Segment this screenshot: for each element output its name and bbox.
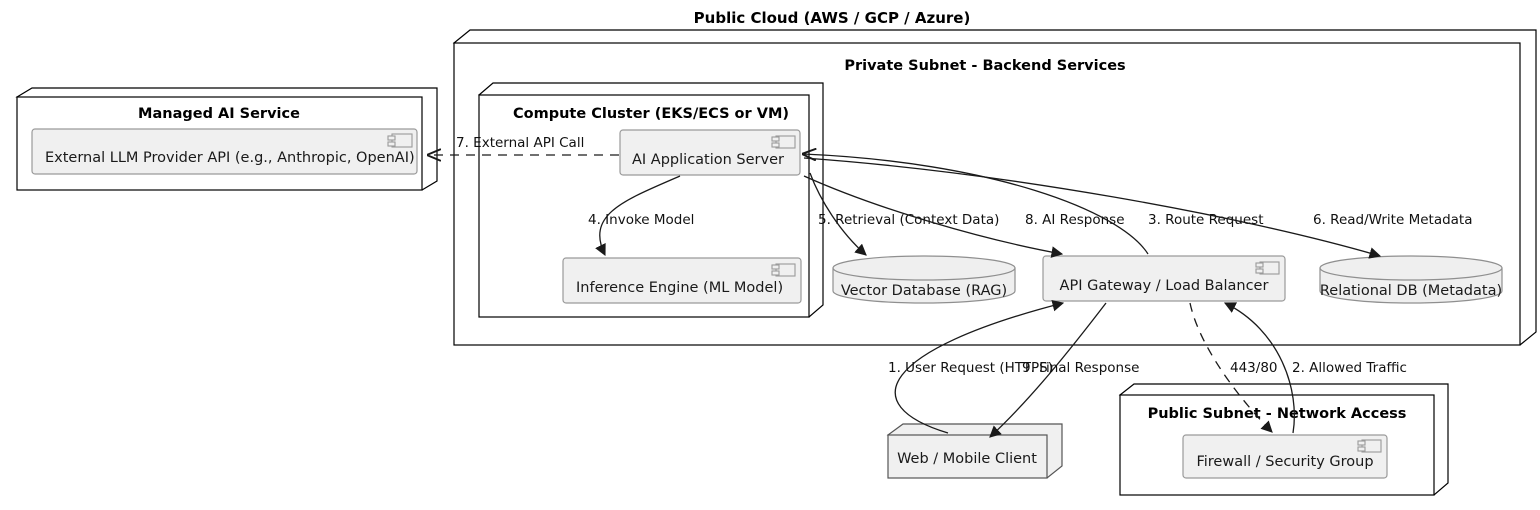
component-api-gateway-label: API Gateway / Load Balancer [1060,278,1269,294]
component-ai-app-server-label: AI Application Server [632,152,784,168]
component-ai-app-server[interactable]: AI Application Server [619,129,801,176]
edge-route-request: 3. Route Request [803,154,1264,255]
page-title: Public Cloud (AWS / GCP / Azure) [694,9,971,27]
edge-retrieval: 5. Retrieval (Context Data) [809,172,999,256]
component-icon [771,135,796,149]
component-api-gateway[interactable]: API Gateway / Load Balancer [1042,255,1286,302]
component-icon [1255,261,1280,275]
edge-label-1: 1. User Request (HTTPS) [888,360,1053,376]
edge-label-8: 8. AI Response [1025,212,1125,228]
database-vector-db-label: Vector Database (RAG) [841,283,1007,299]
database-relational-db-label: Relational DB (Metadata) [1320,283,1502,299]
component-icon [771,263,796,277]
component-icon [1357,439,1382,453]
edge-allowed-traffic: 2. Allowed Traffic [1223,302,1407,434]
component-inference-engine[interactable]: Inference Engine (ML Model) [562,257,802,304]
component-firewall-label: Firewall / Security Group [1196,454,1373,470]
component-icon [387,133,413,148]
edge-label-9: 9. Final Response [1022,360,1139,376]
group-compute-cluster-title: Compute Cluster (EKS/ECS or VM) [513,106,789,122]
database-relational-db[interactable]: Relational DB (Metadata) [1319,255,1503,304]
edge-label-5: 5. Retrieval (Context Data) [818,212,999,228]
node-web-client-label: Web / Mobile Client [897,451,1037,467]
edge-external-api-call: 7. External API Call [428,135,619,155]
edge-label-6: 6. Read/Write Metadata [1313,212,1473,228]
component-inference-engine-label: Inference Engine (ML Model) [576,280,783,296]
edge-final-response: 9. Final Response [989,302,1139,438]
edge-user-request: 1. User Request (HTTPS) [888,299,1065,434]
edge-invoke-model: 4. Invoke Model [588,175,694,257]
node-web-client[interactable]: Web / Mobile Client [886,423,1063,479]
edge-label-4: 4. Invoke Model [588,212,694,228]
group-public-subnet-title: Public Subnet - Network Access [1148,406,1407,422]
database-vector-db[interactable]: Vector Database (RAG) [832,255,1016,304]
edge-readwrite-metadata: 6. Read/Write Metadata [803,157,1473,259]
edge-label-443-80: 443/80 [1230,360,1278,376]
group-private-subnet-title: Private Subnet - Backend Services [844,58,1125,74]
edge-label-3: 3. Route Request [1148,212,1264,228]
edge-label-7: 7. External API Call [456,135,584,151]
edge-label-2: 2. Allowed Traffic [1292,360,1407,376]
component-external-llm[interactable]: External LLM Provider API (e.g., Anthrop… [31,128,418,175]
component-firewall[interactable]: Firewall / Security Group [1182,434,1388,479]
component-external-llm-label: External LLM Provider API (e.g., Anthrop… [45,150,415,166]
group-managed-ai-service-title: Managed AI Service [138,106,300,122]
edge-ports: 443/80 [1189,302,1278,433]
